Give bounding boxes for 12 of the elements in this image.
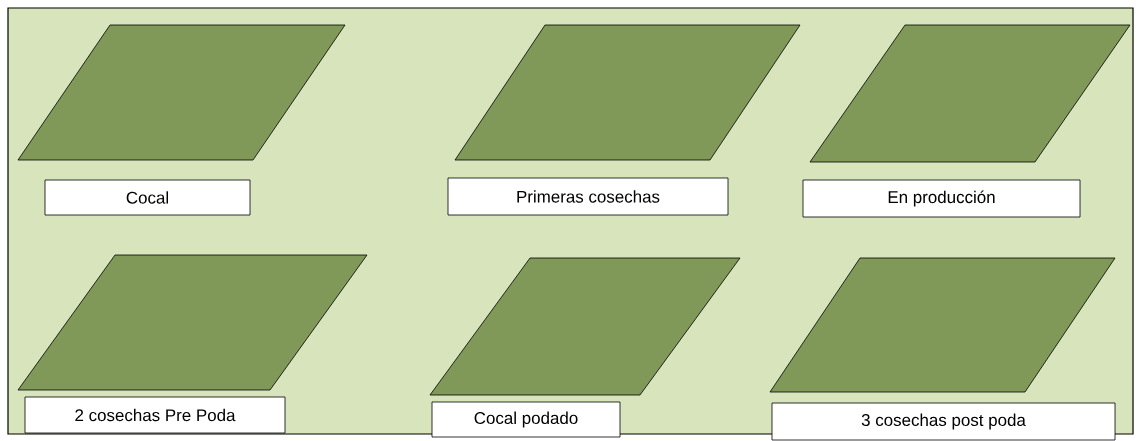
- field-parallelogram: [429, 257, 741, 396]
- field-parallelogram: [809, 24, 1131, 163]
- label-box: 3 cosechas post poda: [771, 402, 1116, 441]
- label-box: Cocal: [44, 179, 251, 216]
- label-box: 2 cosechas Pre Poda: [24, 396, 286, 434]
- label-box: En producción: [802, 179, 1081, 218]
- field-parallelogram: [17, 24, 346, 161]
- field-parallelogram: [454, 24, 801, 161]
- label-box: Cocal podado: [431, 401, 621, 438]
- field-parallelogram: [769, 257, 1116, 393]
- field-parallelogram: [17, 254, 368, 391]
- label-box: Primeras cosechas: [447, 177, 729, 216]
